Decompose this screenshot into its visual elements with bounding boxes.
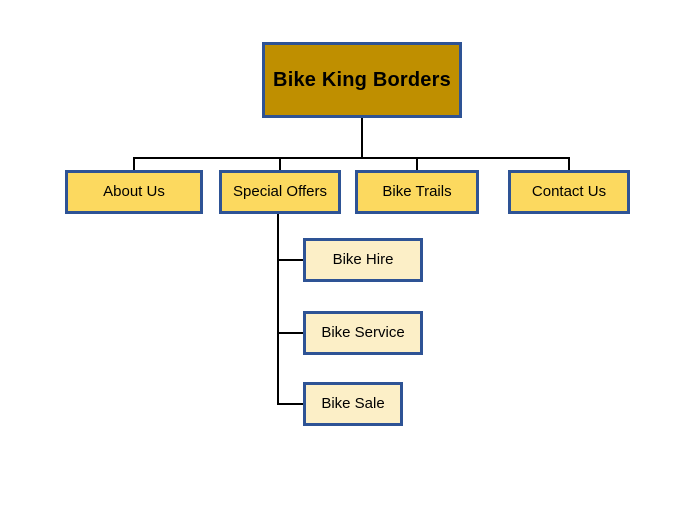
connector-drop-contact-us	[568, 157, 570, 170]
node-label: Special Offers	[233, 182, 327, 200]
connector-arm-bike-hire	[277, 259, 303, 261]
connector-level2-bus	[133, 157, 569, 159]
node-root-bike-king-borders[interactable]: Bike King Borders	[262, 42, 462, 118]
node-label: Bike Hire	[332, 250, 394, 268]
node-label: Bike Trails	[382, 182, 452, 200]
connector-root-stem	[361, 118, 363, 158]
node-bike-hire[interactable]: Bike Hire	[303, 238, 423, 282]
node-bike-trails[interactable]: Bike Trails	[355, 170, 479, 214]
connector-arm-bike-service	[277, 332, 303, 334]
connector-drop-bike-trails	[416, 157, 418, 170]
connector-drop-about-us	[133, 157, 135, 170]
node-label: Contact Us	[531, 182, 607, 200]
connector-special-offers-spine	[277, 214, 279, 405]
node-label: Bike Service	[321, 323, 405, 341]
node-bike-service[interactable]: Bike Service	[303, 311, 423, 355]
connector-drop-special-offers	[279, 157, 281, 170]
node-special-offers[interactable]: Special Offers	[219, 170, 341, 214]
node-label: Bike King Borders	[273, 69, 451, 91]
node-contact-us[interactable]: Contact Us	[508, 170, 630, 214]
node-label: About Us	[103, 182, 165, 200]
node-bike-sale[interactable]: Bike Sale	[303, 382, 403, 426]
node-about-us[interactable]: About Us	[65, 170, 203, 214]
node-label: Bike Sale	[321, 394, 385, 412]
connector-arm-bike-sale	[277, 403, 303, 405]
